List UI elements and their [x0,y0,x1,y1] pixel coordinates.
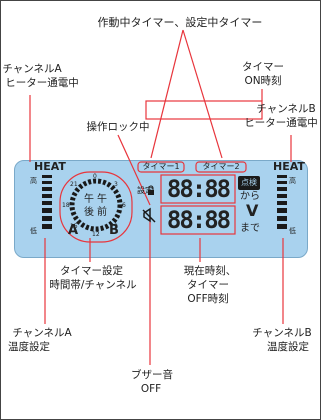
lcd-until: まで [240,223,260,234]
lcd-dial-15: 15 [70,223,78,230]
label-buzzer-2: OFF [140,383,162,395]
label-buzzer-1: ブザー音 [131,369,173,381]
label-now-3: OFF時刻 [187,293,229,305]
callout-line-timeron-h [145,100,263,120]
lcd-heat-left: HEAT [34,160,66,173]
lcd-time-bottom: 88:88 [166,206,231,234]
label-ch-b-heater-2: ヒーター通電中 [244,117,318,129]
label-now-2: タイマー [187,279,229,291]
label-active-timer: 作動中タイマー、設定中タイマー [97,16,263,29]
lcd-dial-9: 9 [114,223,118,230]
lcd-dial-0: 0 [93,173,97,180]
lcd-low-left: 低 [30,227,37,235]
lcd-high-left: 高 [30,177,37,185]
lcd-timer2-label: タイマー2 [202,162,240,171]
lcd-ampm-br: 前 [97,207,107,218]
lcd-from: から [240,191,260,202]
dial-ring [69,178,123,232]
label-lock: 操作ロック中 [86,121,150,133]
lcd-high-right: 高 [289,177,296,185]
label-ch-b-heater-1: チャンネルB [256,103,316,115]
callout-box-timer2 [195,161,247,173]
label-ch-b-temp-2: 温度設定 [267,341,309,353]
lcd-low-right: 低 [289,227,296,235]
label-ch-a-temp-2: 温度設定 [8,341,50,353]
callout-box-time-bottom [160,205,236,235]
lcd-setting-label: 設定 [137,186,153,195]
lcd-dial-12: 12 [92,231,100,238]
lcd-ch-a: A [68,223,79,238]
lcd-v: V [246,201,259,220]
label-ch-a-heater-1: チャンネルA [2,63,62,75]
label-ch-a-heater-2: ヒーター通電中 [5,77,79,89]
callout-line-lock [117,134,151,206]
label-now-1: 現在時刻、 [183,265,237,277]
callout-box-time-top [160,174,236,204]
buzzer-off-icon [142,207,156,223]
label-ch-b-temp-1: チャンネルB [252,327,312,339]
level-bars-right [277,175,287,229]
lcd-lighting-badge: 点検 [238,176,260,190]
callout-line-timer2 [182,29,223,159]
lcd-time-top: 88:88 [166,175,231,203]
label-timer-on-2: ON時刻 [244,75,282,87]
lcd-ampm-bl: 後 [84,207,94,218]
lcd-timer1-label: タイマー1 [142,162,180,171]
callout-box-timer1 [137,161,185,173]
lcd-ampm-tr: 午 [97,194,107,205]
lcd-ampm-tl: 午 [84,194,94,205]
label-timer-setting-2: 時間帯/チャンネル [49,279,137,291]
label-timer-on-1: タイマー [242,61,284,73]
lcd-ch-b: B [109,223,119,238]
level-bars-left [42,175,52,229]
lcd-dial-6: 6 [122,202,126,209]
lcd-dial-18: 18 [62,202,70,209]
lock-icon [148,185,154,195]
lcd-heat-right: HEAT [273,160,305,173]
callout-box-dial [59,171,133,243]
label-ch-a-temp-1: チャンネルA [12,327,72,339]
lcd-dial-3: 3 [114,181,118,188]
callout-line-timer1 [150,29,184,159]
lcd-dial-21: 21 [70,181,78,188]
label-timer-setting-1: タイマー設定 [60,265,123,277]
